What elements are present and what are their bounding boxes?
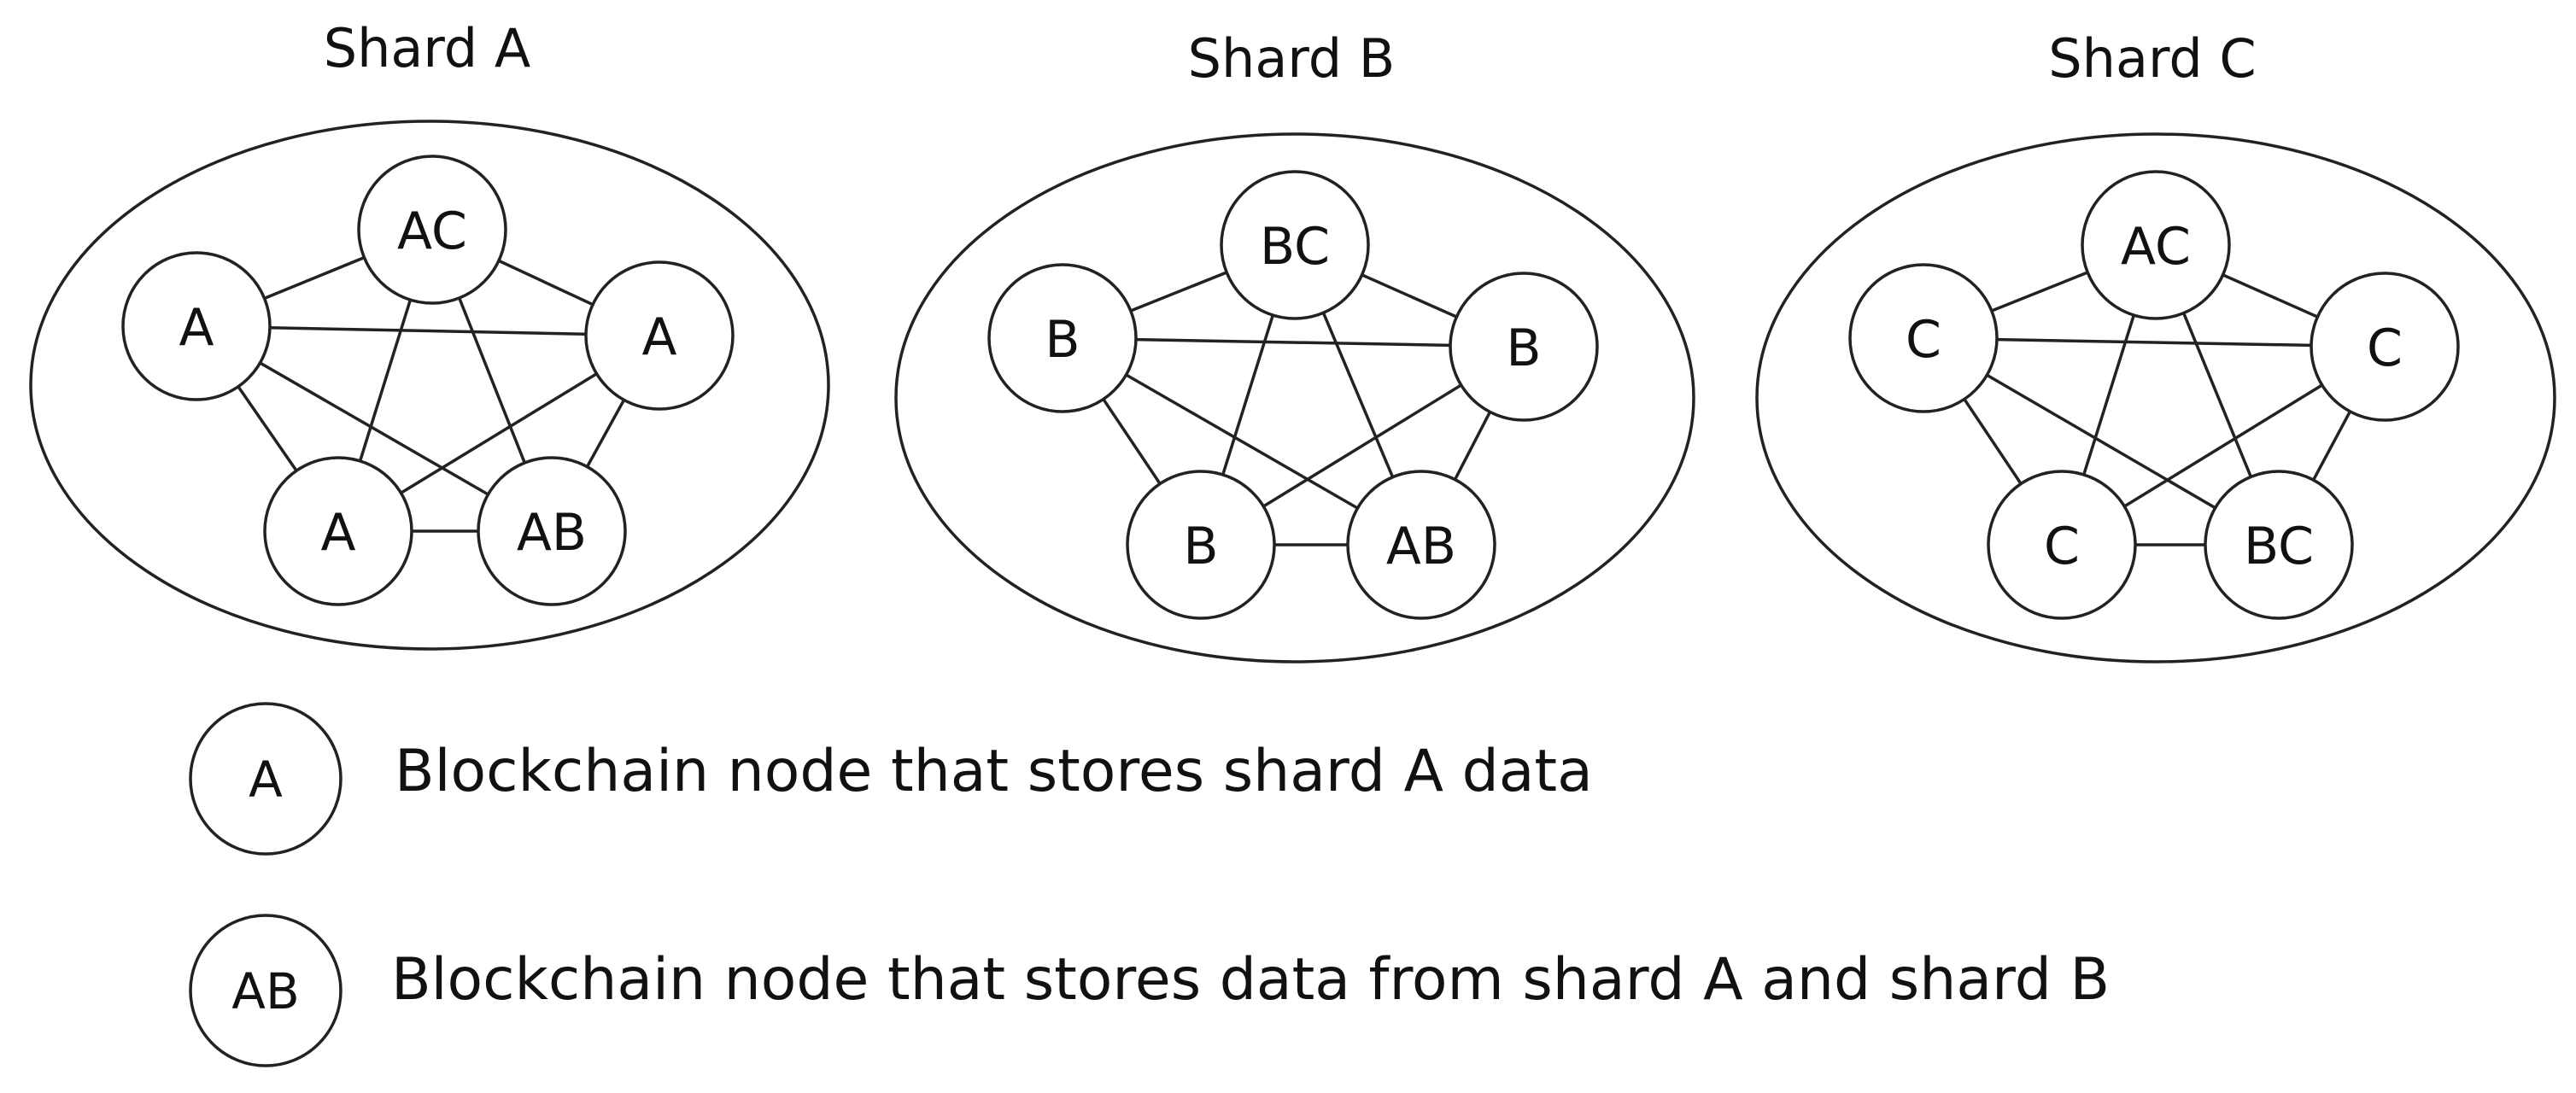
node-circle <box>477 456 627 606</box>
node-circle <box>1346 470 1496 620</box>
shard-a-node: A <box>263 456 413 606</box>
node-label: A <box>641 307 676 367</box>
shard-b-group: Shard B BC B B B <box>894 27 1695 663</box>
shard-c-node: C <box>1987 470 2137 620</box>
node-label: B <box>1506 319 1541 378</box>
node-label: AC <box>397 202 467 261</box>
legend-node-circle <box>189 702 342 856</box>
shard-a-node: AB <box>477 456 627 606</box>
legend-node-label: A <box>249 751 283 809</box>
node-circle <box>121 251 272 401</box>
shard-c-node: C <box>1848 263 1999 413</box>
shard-a-node: A <box>584 260 735 411</box>
node-circle <box>2081 170 2231 320</box>
node-label: AC <box>2121 217 2191 277</box>
shard-b-node: B <box>987 263 1138 413</box>
shard-c-title: Shard C <box>2048 27 2256 90</box>
shard-c-group: Shard C AC C C C <box>1755 27 2556 663</box>
shard-b-node: B <box>1126 470 1276 620</box>
node-label: C <box>1906 310 1941 370</box>
node-circle <box>357 155 507 305</box>
shard-c-boundary <box>1755 132 2556 663</box>
shard-a-node: AC <box>357 155 507 305</box>
shard-a-boundary <box>29 120 830 651</box>
node-circle <box>2204 470 2354 620</box>
node-circle <box>1987 470 2137 620</box>
shard-a-title: Shard A <box>324 17 531 79</box>
legend-description: Blockchain node that stores shard A data <box>395 738 1593 805</box>
shard-c-node: AC <box>2081 170 2231 320</box>
node-label: BC <box>2244 517 2314 576</box>
legend-item: AB Blockchain node that stores data from… <box>189 914 2110 1067</box>
shard-b-node: B <box>1449 272 1599 422</box>
shard-b-title: Shard B <box>1188 27 1396 90</box>
node-label: BC <box>1260 217 1330 277</box>
node-label: B <box>1045 310 1080 370</box>
node-label: AB <box>1386 517 1456 576</box>
node-circle <box>2310 272 2460 422</box>
legend-item: A Blockchain node that stores shard A da… <box>189 702 1593 856</box>
shard-c-node: BC <box>2204 470 2354 620</box>
node-label: A <box>179 298 214 358</box>
node-circle <box>987 263 1138 413</box>
shard-c-node: C <box>2310 272 2460 422</box>
node-circle <box>1449 272 1599 422</box>
legend-node-circle <box>189 914 342 1067</box>
edge <box>1062 336 1525 348</box>
edge <box>1923 336 2386 348</box>
node-circle <box>584 260 735 411</box>
shard-a-group: Shard A AC A A A <box>29 17 830 651</box>
node-label: B <box>1183 517 1218 576</box>
shard-b-node: AB <box>1346 470 1496 620</box>
node-label: A <box>320 503 355 563</box>
node-label: AB <box>517 503 587 563</box>
node-label: C <box>2044 517 2080 576</box>
legend-description: Blockchain node that stores data from sh… <box>391 946 2110 1014</box>
node-circle <box>1848 263 1999 413</box>
shard-b-node: BC <box>1220 170 1370 320</box>
legend: A Blockchain node that stores shard A da… <box>189 702 2110 1067</box>
legend-node-label: AB <box>231 962 299 1020</box>
edge <box>196 324 660 337</box>
node-label: C <box>2367 319 2403 378</box>
node-circle <box>1220 170 1370 320</box>
node-circle <box>1126 470 1276 620</box>
shard-a-node: A <box>121 251 272 401</box>
node-circle <box>263 456 413 606</box>
